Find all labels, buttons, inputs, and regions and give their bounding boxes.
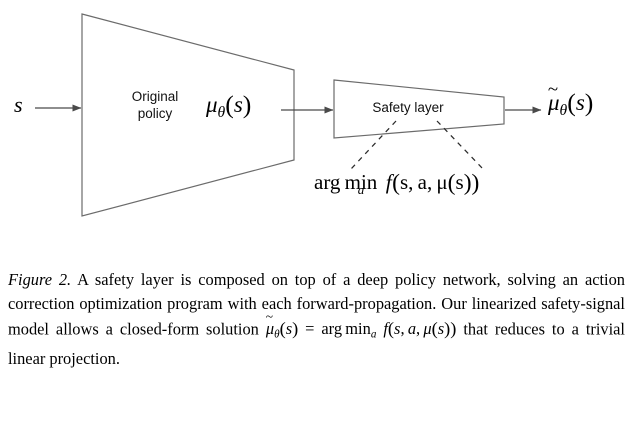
leader-right-line [436,120,485,171]
diagram-vector-canvas [35,13,542,217]
caption-inline-math: μ~θ(s) = arg mina f(s, a, μ(s)) [265,309,457,341]
policy-output-symbol: μθ(s) [206,90,252,121]
figure-caption: Figure 2. A safety layer is composed on … [8,268,625,371]
input-state-symbol: s [14,92,23,117]
safety-layer-label: Safety layer [372,100,444,115]
safe-action-output-symbol: μ~θ(s) [547,78,594,119]
caption-text-before-math: A safety layer is composed on top of a d… [8,270,625,339]
block-diagram: s Original policy μθ(s) Safety layer μ~θ… [14,13,594,217]
original-policy-label: Original policy [131,89,179,121]
caption-text-after-math: that reduces to a trivial linear project… [8,319,625,368]
safety-layer-shape [333,79,505,139]
original-policy-shape [81,13,295,217]
caption-label: Figure 2. [8,270,72,289]
leader-left-line [350,120,397,170]
